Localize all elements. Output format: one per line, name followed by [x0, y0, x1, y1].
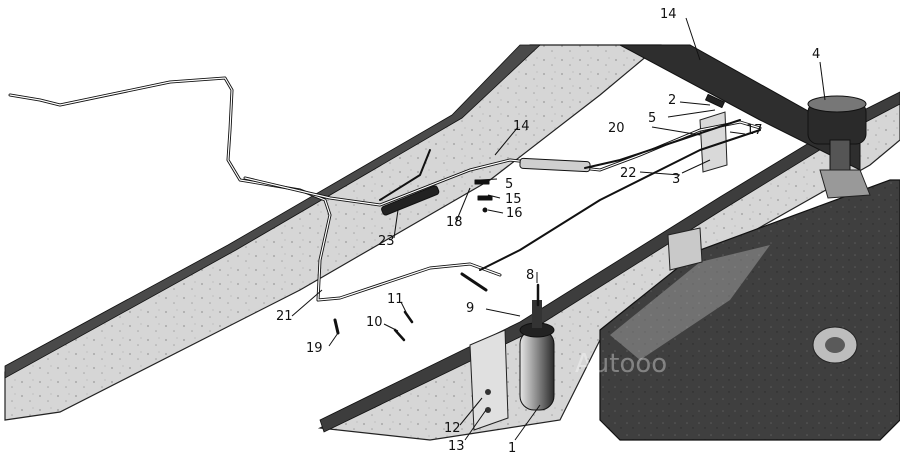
- callout-17: 17: [746, 123, 763, 138]
- fuel-filter-assembly: [469, 300, 555, 431]
- callout-3: 3: [672, 172, 680, 187]
- filter-canister: [519, 329, 555, 411]
- callout-9: 9: [466, 301, 474, 316]
- callout-23: 23: [378, 234, 395, 249]
- callout-11: 11: [387, 292, 404, 307]
- fuel-lines: [8, 76, 762, 342]
- callout-5-upper: 5: [648, 111, 656, 126]
- callout-21: 21: [276, 309, 293, 324]
- callout-14-top: 14: [660, 7, 677, 22]
- callout-16: 16: [506, 206, 523, 221]
- fuel-tank: [599, 179, 900, 441]
- callout-22: 22: [620, 166, 637, 181]
- filter-feed-pipe: [479, 129, 761, 271]
- callout-14-mid: 14: [513, 119, 530, 134]
- callout-18: 18: [446, 215, 463, 230]
- right-rail-top-flange: [319, 91, 900, 433]
- callout-1: 1: [508, 441, 516, 456]
- left-rail-top-flange: [4, 44, 542, 379]
- leader-lines: [291, 17, 826, 441]
- bolt-9: [460, 272, 488, 292]
- callout-5-lower: 5: [505, 177, 513, 192]
- watermark: Autooo: [575, 349, 667, 379]
- filter-bracket: [469, 329, 509, 431]
- callout-19: 19: [306, 341, 323, 356]
- callout-20: 20: [608, 121, 625, 136]
- callout-15: 15: [505, 192, 522, 207]
- callout-13: 13: [448, 439, 465, 454]
- frame-rails: [4, 44, 900, 441]
- callout-4: 4: [812, 47, 820, 62]
- callout-12: 12: [444, 421, 461, 436]
- callout-10: 10: [366, 315, 383, 330]
- callout-2: 2: [668, 93, 676, 108]
- fuel-sediment-bowl: [807, 95, 871, 199]
- cross-member: [619, 44, 861, 171]
- callout-labels: 1 2 3 4 5 5 8 9 10 11 12 13 14 14 15 16 …: [276, 7, 820, 456]
- callout-8: 8: [526, 268, 534, 283]
